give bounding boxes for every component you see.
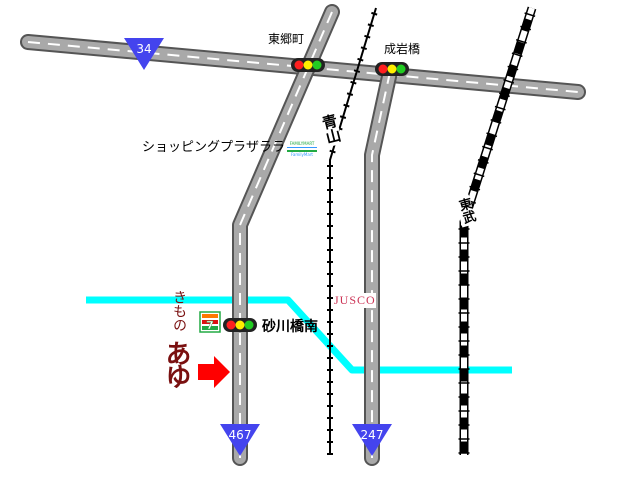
rail-tie xyxy=(498,92,510,98)
rail-tie xyxy=(357,57,364,62)
svg-text:7: 7 xyxy=(206,319,214,332)
rail-tie xyxy=(477,159,489,164)
rail-tie xyxy=(364,34,371,39)
label-naruiwabashi: 成岩橋 xyxy=(384,42,421,56)
traffic-signal-icon xyxy=(223,318,257,332)
rail-tie xyxy=(520,25,532,31)
rail-tie xyxy=(515,38,527,44)
familymart-text-bottom: FamilyMart xyxy=(291,152,313,157)
rail-tie xyxy=(494,105,506,111)
rail-tie xyxy=(350,80,357,85)
label-sunagawa-bashi-minami: 砂川橋南 xyxy=(262,319,318,335)
rail-tie xyxy=(343,103,350,108)
route-467-number: 467 xyxy=(229,428,252,442)
label-jusco: JUSCO xyxy=(334,293,376,308)
label-higashigocho: 東郷町 xyxy=(268,32,305,46)
road-route-247 xyxy=(364,64,398,466)
traffic-signal-icon xyxy=(375,62,409,76)
rail-tie xyxy=(486,132,498,138)
seven-eleven-icon: 7 xyxy=(199,311,221,333)
rail-tie xyxy=(511,52,523,58)
rail-tie xyxy=(524,12,536,18)
rail-tie xyxy=(329,149,336,154)
rail-tie xyxy=(507,65,519,71)
rail-tie xyxy=(339,115,347,119)
rail-tie xyxy=(469,185,481,191)
rail-tie xyxy=(371,11,378,16)
route-shield-247: 247 xyxy=(352,424,392,456)
route-34-number: 34 xyxy=(136,42,151,56)
rail-tie xyxy=(353,69,361,73)
railway-aoyama xyxy=(327,7,378,455)
shop-name-large: あゆ xyxy=(161,340,191,386)
rail-tie xyxy=(482,145,493,151)
familymart-icon: FAMILYMART FamilyMart xyxy=(286,140,318,157)
rail-tie xyxy=(346,92,354,96)
route-shield-34: 34 xyxy=(124,38,164,70)
red-arrow-icon xyxy=(198,356,230,388)
route-247-number: 247 xyxy=(361,428,384,442)
rail-tie xyxy=(360,46,367,51)
rail-tie xyxy=(503,79,515,84)
rail-tie xyxy=(367,23,374,28)
route-shield-467: 467 xyxy=(220,424,260,456)
rail-tie xyxy=(490,119,502,124)
traffic-signal-icon xyxy=(291,58,325,72)
rail-tie xyxy=(473,172,485,178)
familymart-text-top: FAMILYMART xyxy=(290,141,315,146)
label-shopping-plaza: ショッピングプラザララ xyxy=(142,140,286,155)
road-route-467 xyxy=(232,4,340,466)
shop-name-small: きもの xyxy=(171,290,187,332)
river xyxy=(86,296,512,374)
